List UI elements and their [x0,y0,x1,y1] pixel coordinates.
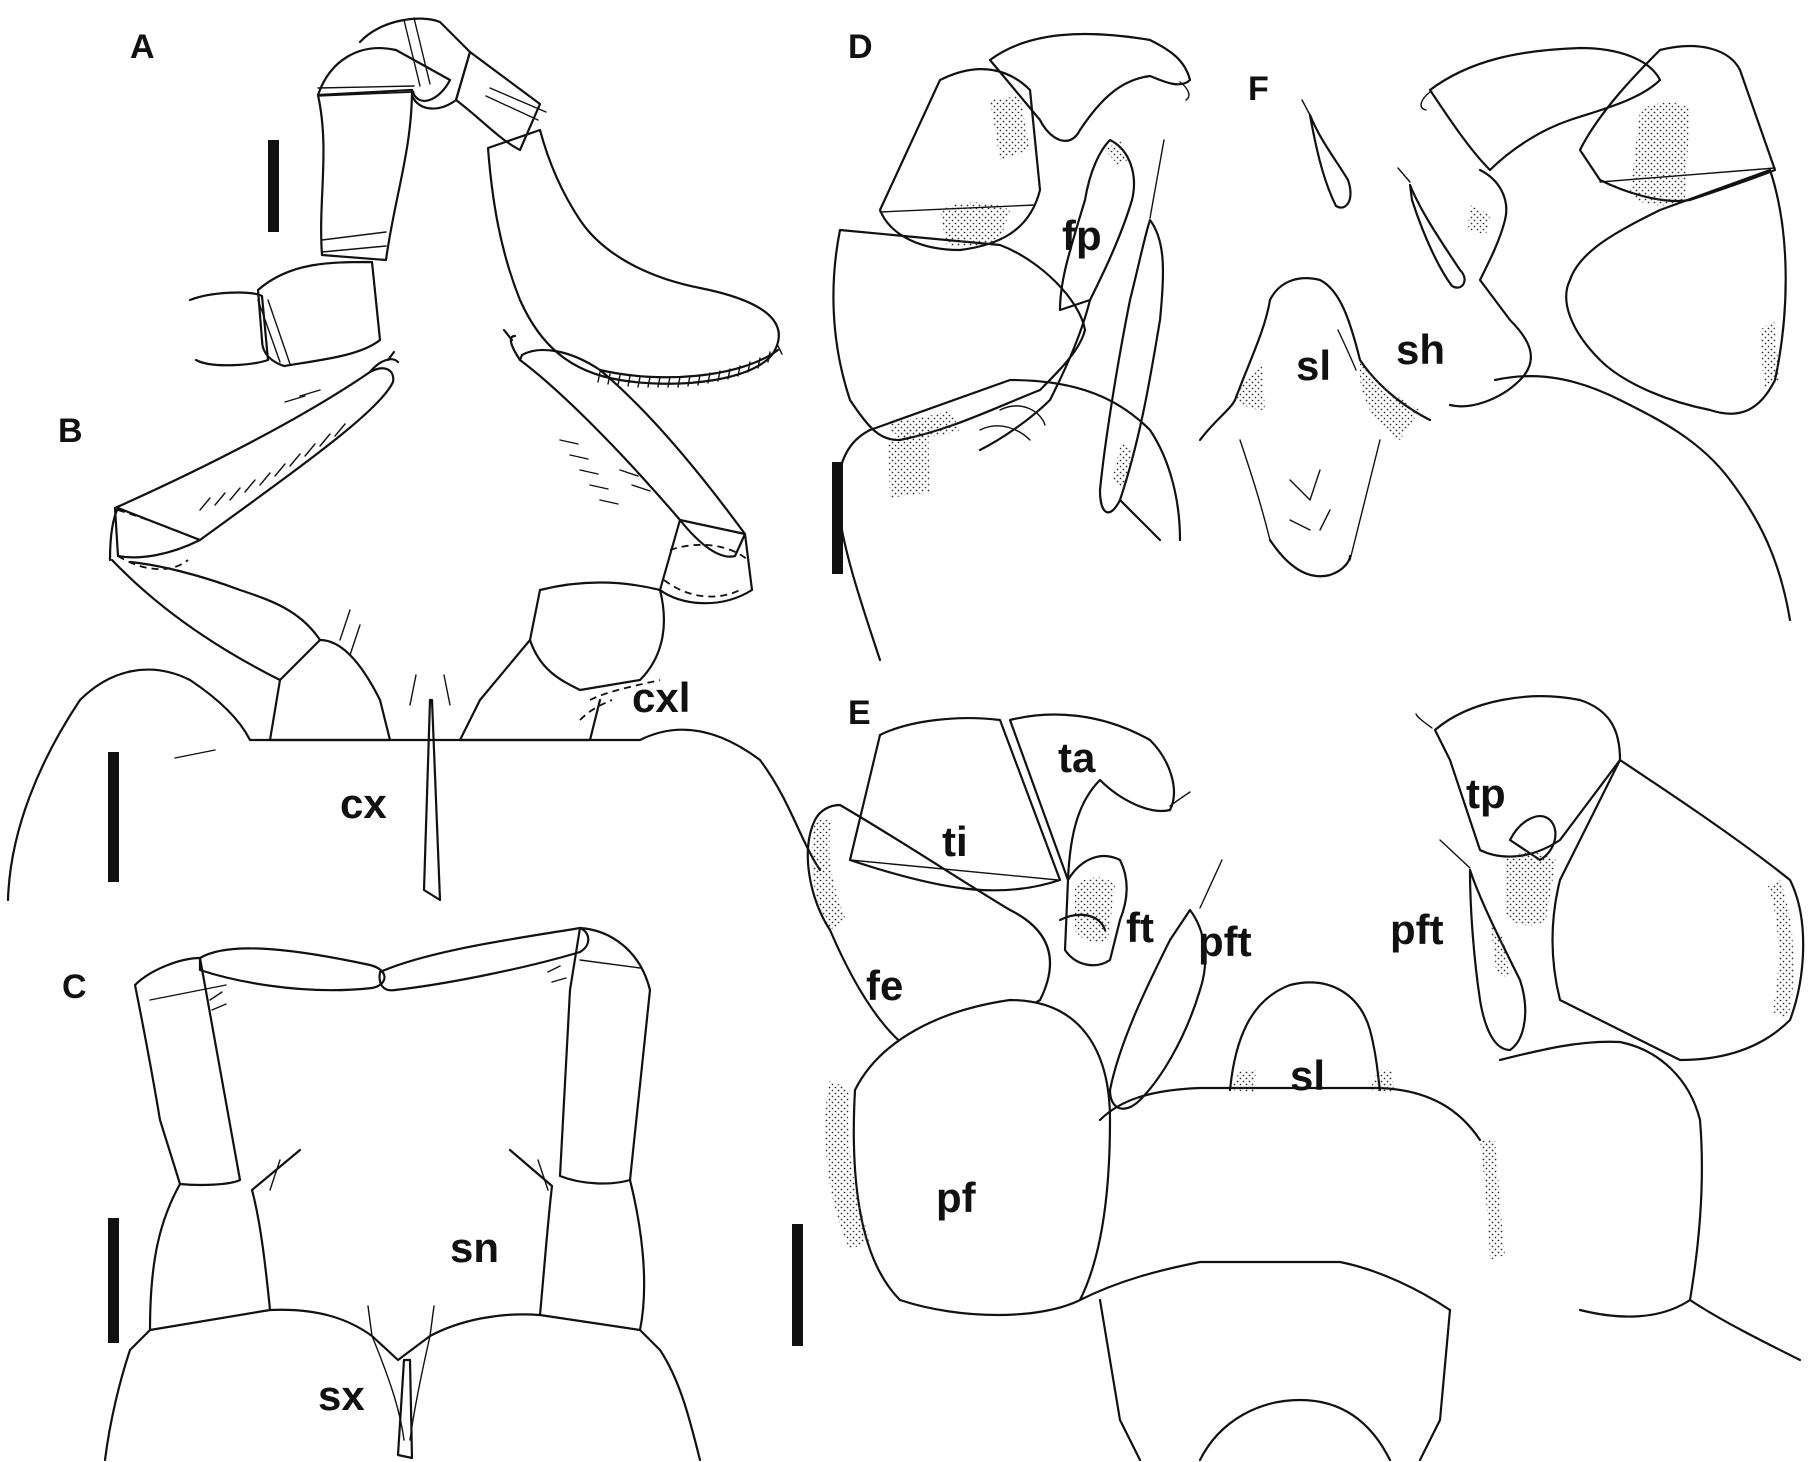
panel-letters: A B C D E F [58,28,1269,1006]
label-ti: ti [942,818,968,865]
panel-letter-f: F [1248,70,1269,108]
label-sh: sh [1396,326,1445,373]
label-sl-e: sl [1290,1052,1325,1099]
label-tp: tp [1466,770,1506,817]
panel-c-drawing [103,926,702,1462]
label-pft-left: pft [1198,918,1252,965]
panel-letter-c: C [62,968,87,1006]
structure-labels: cx cxl sn sx fp sl sh ta ti ft pft fe pf… [318,212,1506,1419]
panel-letter-a: A [130,28,155,66]
label-sn: sn [450,1224,499,1271]
panel-letter-e: E [848,694,871,732]
label-sx: sx [318,1372,365,1419]
label-ft: ft [1126,904,1154,951]
label-fp: fp [1062,212,1102,259]
panel-a-drawing [188,17,783,388]
panel-f-drawing [1198,45,1792,622]
label-cx: cx [340,780,387,827]
panel-letter-b: B [58,412,83,450]
panel-d-drawing [832,32,1192,662]
label-sl-f: sl [1296,342,1331,389]
label-ta: ta [1058,734,1096,781]
label-pft-right: pft [1390,906,1444,953]
panel-b-drawing [6,328,822,902]
label-fe: fe [866,962,903,1009]
panel-letter-d: D [848,28,873,66]
panel-e-drawing [792,695,1805,1462]
label-pf: pf [936,1174,977,1221]
label-cxl: cxl [632,674,690,721]
